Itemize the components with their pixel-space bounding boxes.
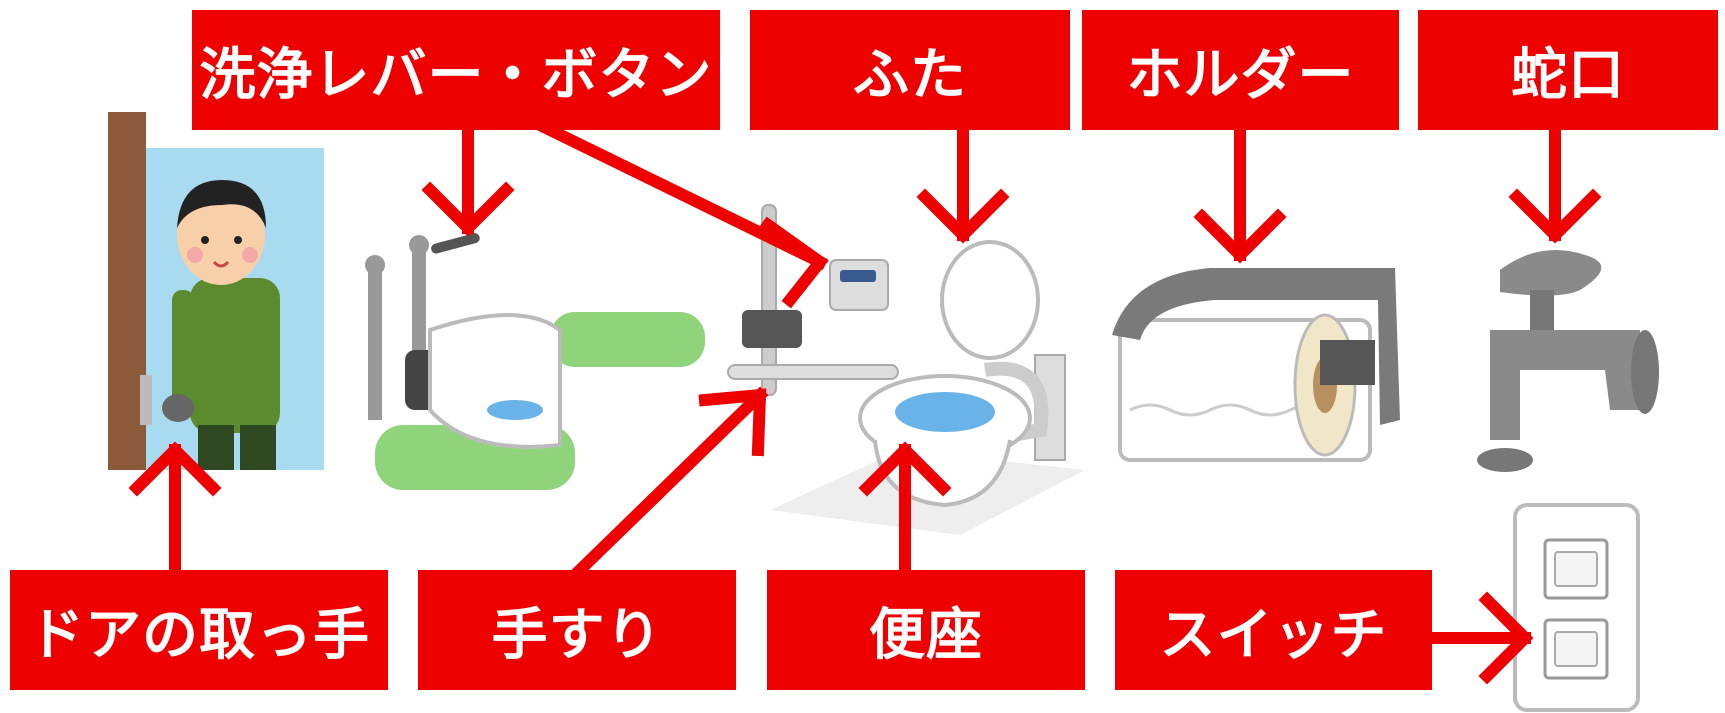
label-door-handle: ドアの取っ手 bbox=[10, 570, 388, 690]
label-lid: ふた bbox=[750, 10, 1070, 130]
faucet-icon bbox=[1477, 250, 1659, 472]
pointer-arrows bbox=[128, 116, 1602, 685]
label-switch: スイッチ bbox=[1115, 570, 1432, 690]
light-switch-icon bbox=[1513, 503, 1640, 712]
western-toilet-icon bbox=[727, 204, 1085, 535]
label-faucet: 蛇口 bbox=[1418, 10, 1718, 130]
door-with-man-icon bbox=[108, 112, 324, 470]
label-holder: ホルダー bbox=[1082, 10, 1399, 130]
toilet-paper-holder-icon bbox=[1112, 268, 1400, 462]
label-handrail: 手すり bbox=[418, 570, 736, 690]
label-toilet-seat: 便座 bbox=[767, 570, 1085, 690]
label-flush-lever: 洗浄レバー・ボタン bbox=[192, 10, 720, 130]
squat-toilet-icon bbox=[365, 233, 705, 490]
